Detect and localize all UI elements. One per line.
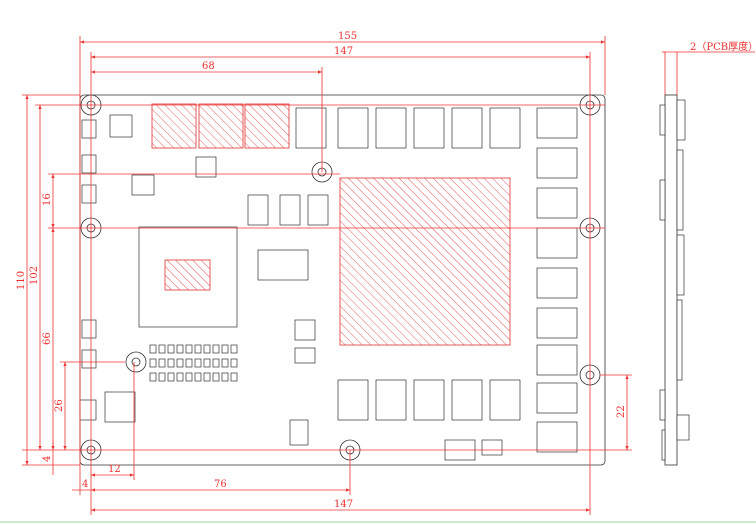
component: [536, 107, 578, 139]
component: [81, 154, 97, 174]
component: [195, 156, 217, 178]
passive-component: [176, 358, 184, 368]
extension-lines: [22, 36, 632, 515]
dim-66: 66: [42, 332, 53, 345]
component: [536, 187, 578, 219]
dim-102: 102: [29, 266, 40, 285]
passive-component: [230, 372, 238, 382]
passive-component: [194, 372, 202, 382]
component: [451, 107, 483, 149]
dimension-lines: [25, 40, 755, 512]
passive-component: [158, 358, 166, 368]
keepout-areas: [138, 103, 511, 346]
passive-component: [149, 372, 157, 382]
dim-16: 16: [42, 193, 53, 206]
dim-155: 155: [338, 31, 357, 42]
passive-component: [203, 344, 211, 354]
component: [79, 399, 97, 421]
component: [279, 194, 301, 226]
dim-147-top: 147: [334, 46, 353, 57]
passive-component: [212, 344, 220, 354]
passive-component: [176, 344, 184, 354]
passive-component: [167, 358, 175, 368]
dim-pcb-thickness: 2（PCB厚度）: [690, 40, 756, 53]
dim-22: 22: [616, 405, 627, 418]
passive-component: [185, 372, 193, 382]
pcb-side-view: [659, 94, 690, 466]
component: [307, 194, 329, 226]
component: [536, 227, 578, 259]
passive-component: [212, 358, 220, 368]
component: [489, 107, 521, 149]
component: [413, 379, 445, 421]
passive-component: [158, 372, 166, 382]
component: [536, 382, 578, 414]
passive-component: [149, 344, 157, 354]
component: [536, 421, 578, 453]
passive-component: [167, 372, 175, 382]
component: [536, 307, 578, 339]
component: [375, 379, 407, 421]
dim-26: 26: [54, 399, 65, 412]
component: [481, 439, 503, 456]
passive-component: [221, 344, 229, 354]
dim-110: 110: [16, 271, 27, 290]
passive-component: [221, 372, 229, 382]
passive-component: [212, 372, 220, 382]
mounting-hole: [125, 351, 147, 373]
dim-68: 68: [202, 61, 215, 72]
component: [131, 174, 155, 196]
components: [79, 107, 578, 461]
passive-component: [158, 344, 166, 354]
component: [104, 391, 136, 423]
dim-12: 12: [108, 464, 121, 475]
component: [536, 267, 578, 299]
passive-component: [203, 372, 211, 382]
component: [536, 344, 578, 376]
component: [289, 419, 309, 446]
component: [109, 114, 133, 138]
component: [536, 147, 578, 179]
dim-147-bottom: 147: [334, 499, 353, 510]
passive-component: [194, 344, 202, 354]
component: [413, 107, 445, 149]
component: [337, 107, 369, 149]
passive-component: [203, 358, 211, 368]
dim-4-vertical: 4: [42, 456, 53, 462]
passive-component: [185, 344, 193, 354]
dim-4-horizontal: 4: [82, 479, 88, 490]
component: [81, 319, 97, 339]
passive-component: [185, 358, 193, 368]
component: [257, 249, 309, 281]
component: [489, 379, 521, 421]
passive-component: [230, 344, 238, 354]
component: [294, 347, 316, 364]
component: [81, 184, 97, 204]
passive-component: [230, 358, 238, 368]
mounting-hole: [131, 357, 141, 367]
dim-76: 76: [214, 479, 227, 490]
passive-component: [221, 358, 229, 368]
passive-component: [149, 358, 157, 368]
component: [81, 349, 97, 369]
component: [337, 379, 369, 421]
component: [375, 107, 407, 149]
component: [81, 119, 97, 139]
component: [451, 379, 483, 421]
component: [294, 319, 316, 341]
passive-component: [176, 372, 184, 382]
component: [295, 107, 327, 149]
passive-component: [194, 358, 202, 368]
passive-component: [167, 344, 175, 354]
component: [247, 194, 269, 226]
